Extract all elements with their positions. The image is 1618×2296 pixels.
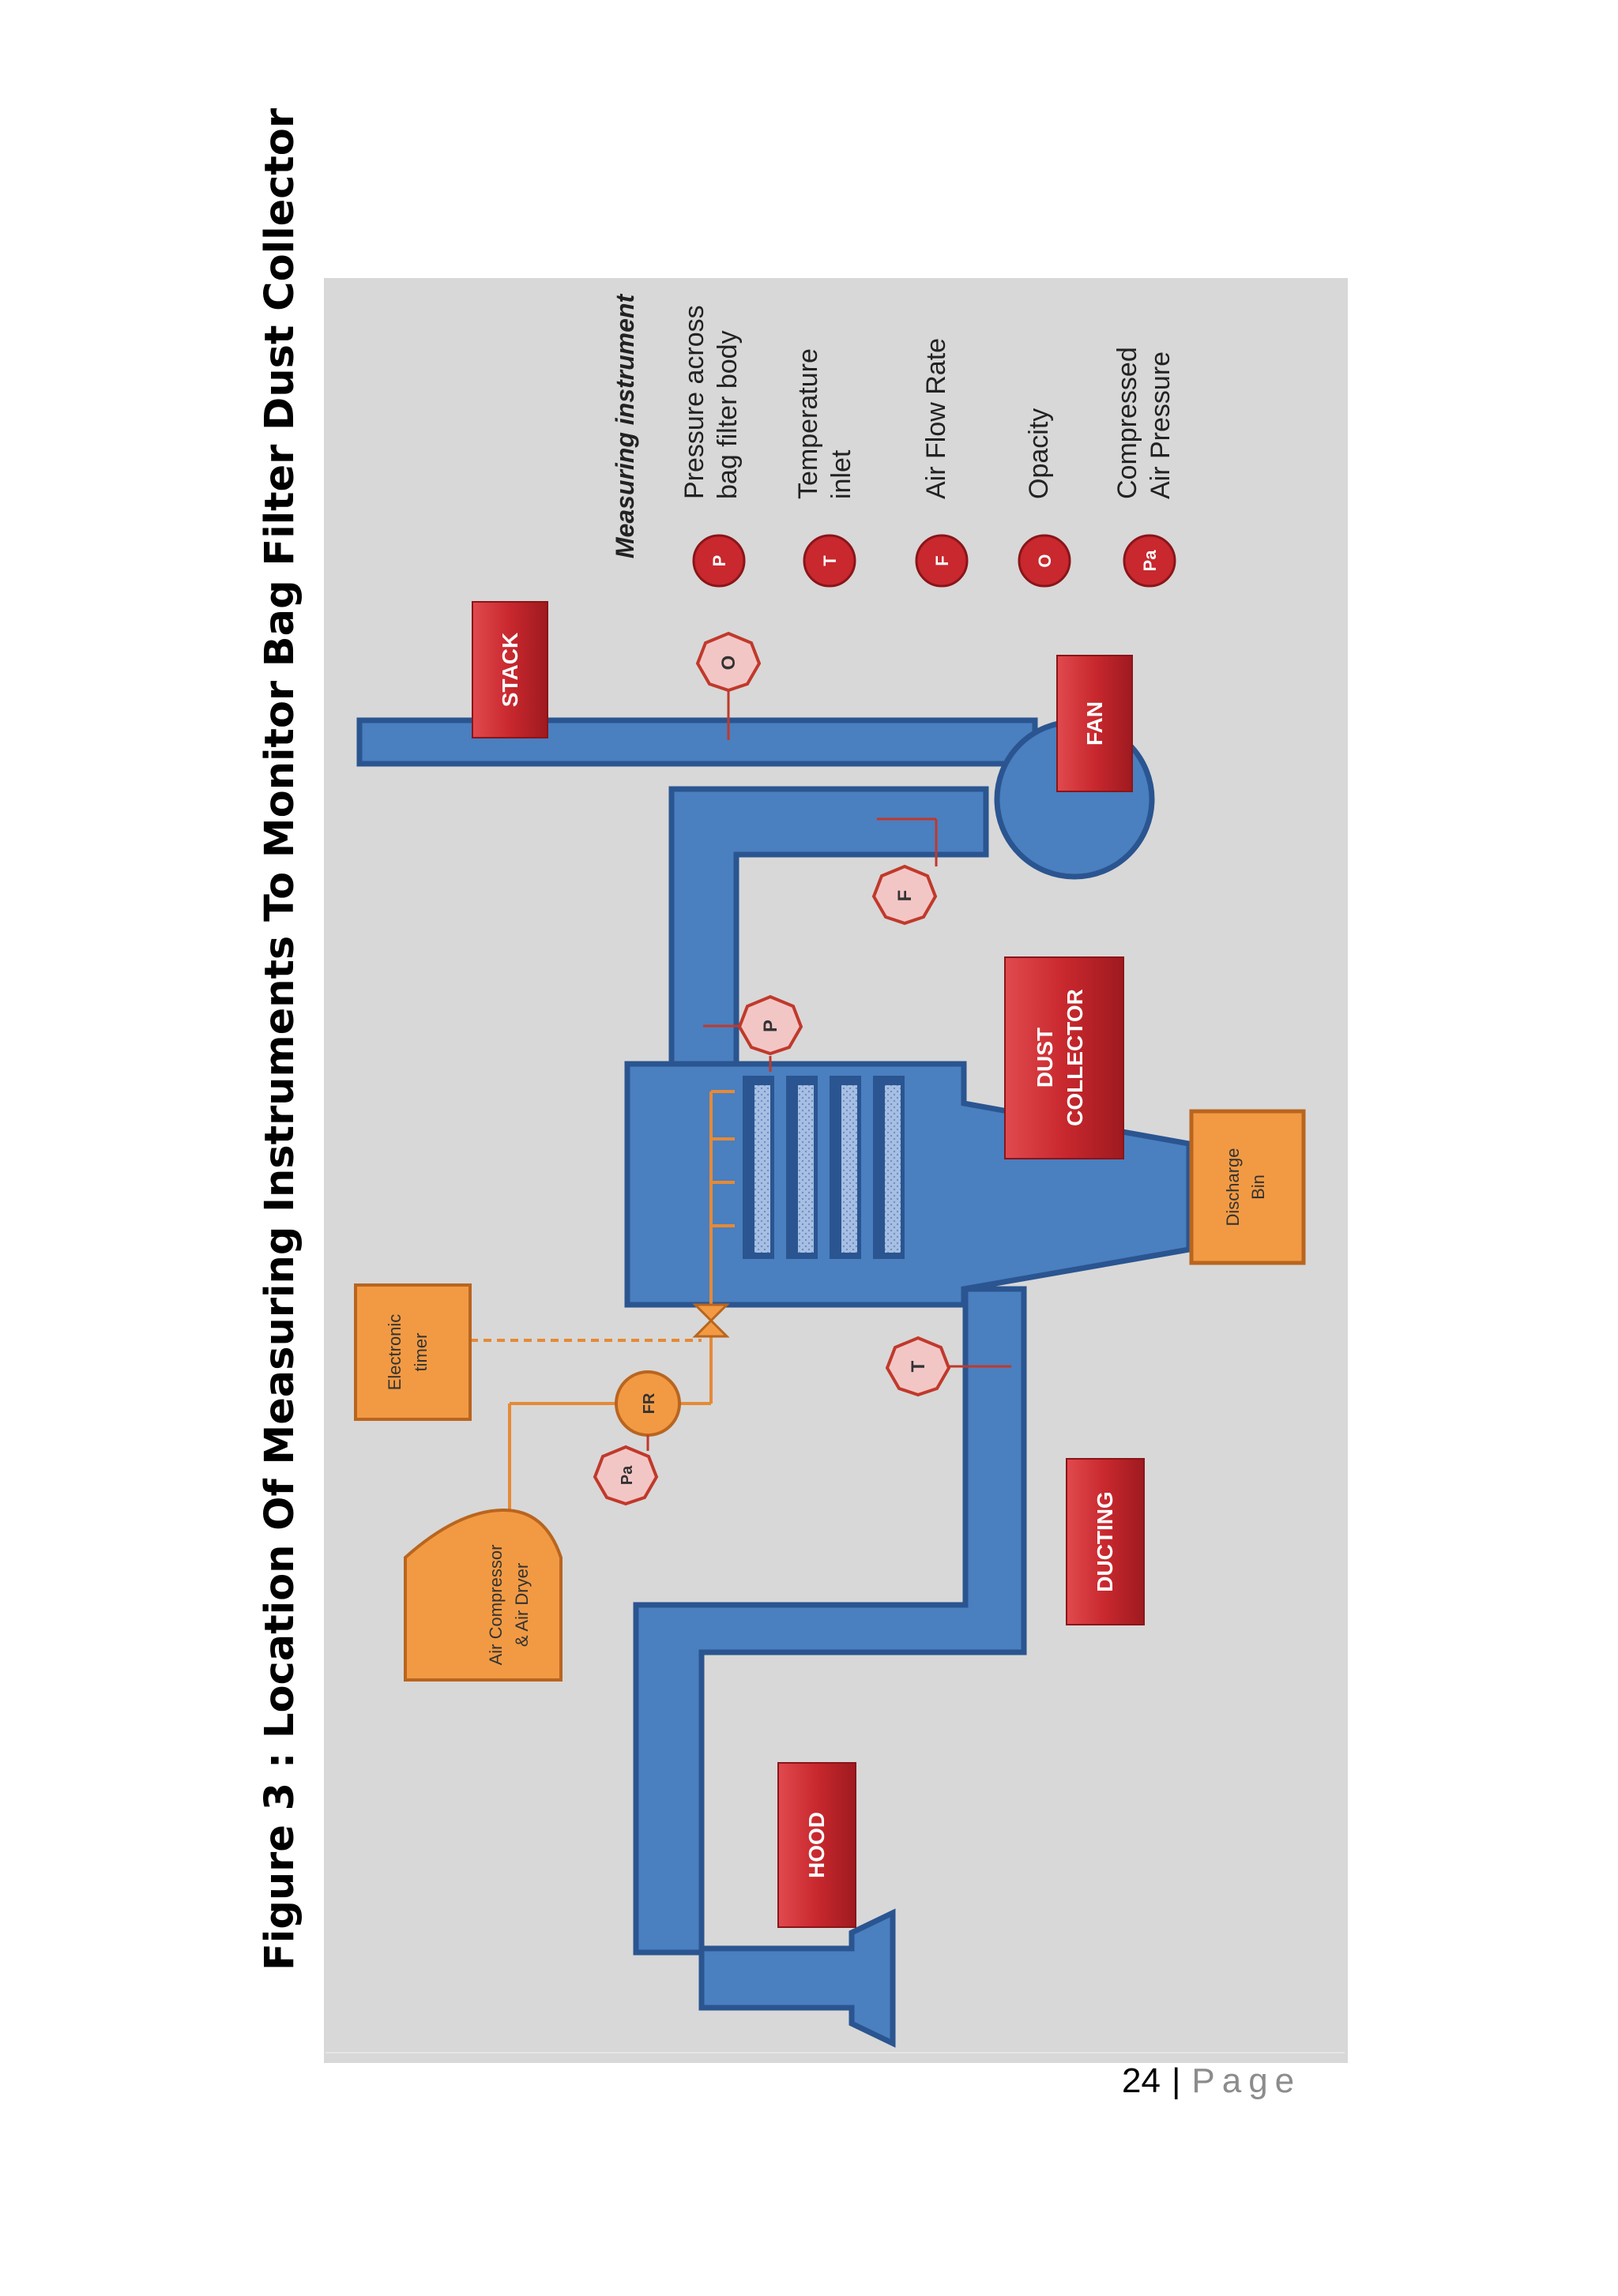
sensor-compressed-air: Pa	[593, 1435, 659, 1506]
svg-text:COLLECTOR: COLLECTOR	[1063, 989, 1087, 1126]
stack-duct	[356, 717, 1038, 767]
legend-title: Measuring instrument	[611, 294, 639, 559]
legend-item: O Opacity	[1018, 408, 1071, 588]
air-compressor-label: & Air Dryer	[512, 1563, 532, 1647]
dust-collector-label: DUST COLLECTOR	[1004, 956, 1124, 1159]
hood-label: HOOD	[777, 1762, 856, 1928]
sensor-air-flow: F	[871, 817, 938, 926]
filter-bags	[743, 1076, 905, 1259]
svg-text:DUST: DUST	[1033, 1028, 1057, 1088]
electronic-timer-label: timer	[411, 1333, 431, 1372]
page-label: Page	[1191, 2061, 1302, 2100]
legend-symbol: T	[820, 555, 840, 566]
sensor-opacity: O	[695, 631, 762, 740]
filter-bag	[830, 1076, 861, 1259]
legend-item: T Temperature inlet	[793, 348, 856, 588]
filter-bag	[786, 1076, 818, 1259]
legend-label: inlet	[826, 449, 856, 499]
sensor-tag-label: O	[718, 656, 739, 671]
svg-text:DUCTING: DUCTING	[1093, 1491, 1117, 1592]
sensor-tag-label: F	[894, 890, 916, 902]
compressed-air-lines	[457, 1090, 735, 1510]
legend-label: Opacity	[1024, 408, 1054, 499]
discharge-bin: Discharge Bin	[1189, 1109, 1306, 1265]
footer-rule	[325, 2052, 1345, 2054]
discharge-bin-label: Discharge	[1223, 1148, 1243, 1226]
legend: Measuring instrument P Pressure across b…	[611, 294, 1176, 588]
filter-regulator-label: FR	[641, 1392, 658, 1414]
filter-bag	[873, 1076, 905, 1259]
filter-regulator: FR	[615, 1370, 681, 1437]
hood	[698, 1908, 896, 2048]
footer-separator: |	[1171, 2061, 1181, 2100]
legend-item: P Pressure across bag filter body	[679, 305, 746, 588]
electronic-timer-label: Electronic	[385, 1314, 404, 1391]
svg-text:STACK: STACK	[498, 633, 522, 707]
svg-text:HOOD: HOOD	[804, 1812, 829, 1878]
process-diagram: Electronic timer FR Air Compressor & Air…	[324, 278, 1348, 2063]
legend-label: Temperature	[793, 348, 823, 499]
figure-title: Figure 3 : Location Of Measuring Instrum…	[257, 108, 303, 1971]
electronic-timer: Electronic timer	[354, 1283, 472, 1421]
legend-label: Compressed	[1112, 347, 1142, 499]
fan-label: FAN	[1056, 655, 1133, 792]
legend-label: Pressure across	[679, 305, 709, 499]
stack-label: STACK	[472, 601, 548, 738]
discharge-bin-label: Bin	[1248, 1174, 1268, 1200]
page-number: 24	[1122, 2061, 1161, 2100]
sensor-tag-label: T	[908, 1360, 929, 1372]
legend-item: F Air Flow Rate	[915, 338, 969, 588]
legend-label: bag filter body	[713, 330, 743, 499]
page-footer: 24 | Page	[1122, 2054, 1301, 2109]
sensor-tag-label: P	[760, 1020, 781, 1032]
svg-text:FAN: FAN	[1082, 701, 1107, 746]
legend-symbol: P	[709, 555, 729, 567]
filter-bag	[743, 1076, 774, 1259]
legend-item: Pa Compressed Air Pressure	[1112, 347, 1176, 588]
legend-symbol: O	[1035, 554, 1055, 567]
legend-label: Air Pressure	[1146, 351, 1176, 499]
air-compressor: Air Compressor & Air Dryer	[404, 1508, 563, 1682]
inlet-ducting	[633, 1286, 1027, 1956]
air-compressor-label: Air Compressor	[486, 1545, 506, 1666]
sensor-pressure: P	[703, 994, 803, 1072]
legend-label: Air Flow Rate	[921, 338, 951, 499]
sensor-tag-label: Pa	[619, 1465, 636, 1485]
legend-symbol: F	[932, 555, 952, 566]
sensor-temperature: T	[885, 1336, 1011, 1397]
legend-symbol: Pa	[1140, 550, 1160, 572]
ducting-label: DUCTING	[1066, 1458, 1145, 1625]
solenoid-valve	[692, 1303, 730, 1338]
